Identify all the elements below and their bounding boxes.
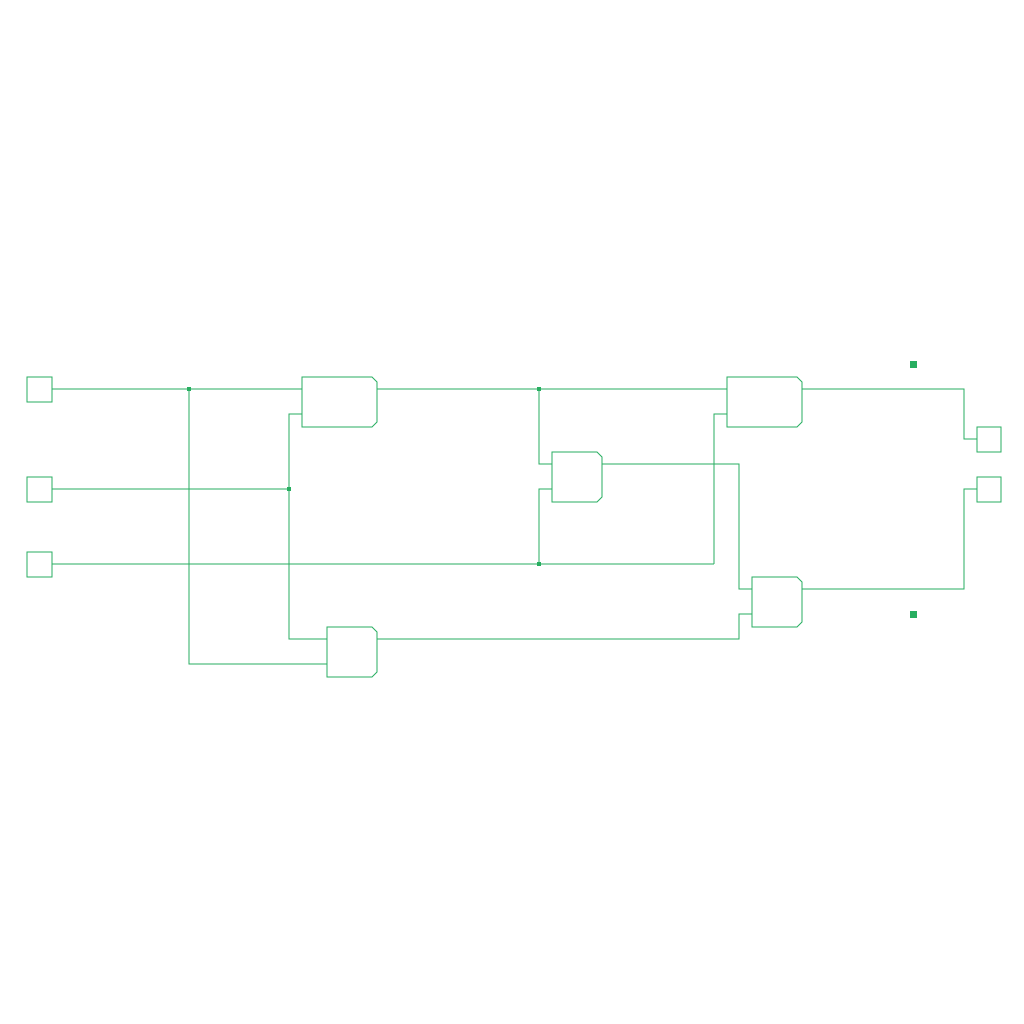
gates-layer bbox=[301, 376, 803, 678]
logic-gate-5[interactable] bbox=[326, 626, 378, 678]
input-port-2[interactable] bbox=[26, 476, 53, 503]
wires-layer bbox=[52, 388, 977, 665]
wire-in2-g5 bbox=[288, 489, 327, 640]
output-port-1[interactable] bbox=[976, 426, 1002, 453]
logic-gate-1[interactable] bbox=[301, 376, 378, 428]
junction-dot bbox=[287, 487, 291, 491]
junction-dot bbox=[537, 387, 541, 391]
markers-layer bbox=[910, 361, 917, 618]
junction-dot bbox=[537, 562, 541, 566]
junction-dot bbox=[187, 387, 191, 391]
marker-dot bbox=[910, 611, 917, 618]
wire-in3-g3 bbox=[713, 413, 727, 564]
logic-gate-4[interactable] bbox=[751, 576, 803, 628]
output-port-2[interactable] bbox=[976, 476, 1002, 503]
logic-gate-2[interactable] bbox=[551, 451, 603, 503]
wire-g3-out1 bbox=[802, 388, 977, 440]
input-port-1[interactable] bbox=[26, 376, 53, 403]
logic-gate-3[interactable] bbox=[726, 376, 803, 428]
wire-in2-g1 bbox=[288, 413, 302, 489]
wire-g1-g2 bbox=[538, 389, 552, 465]
wire-g5-g4 bbox=[377, 613, 752, 640]
junctions-layer bbox=[187, 387, 541, 566]
input-port-3[interactable] bbox=[26, 551, 53, 578]
wire-g4-out2 bbox=[802, 488, 977, 590]
outputs-layer bbox=[976, 426, 1002, 503]
wire-in3-g2 bbox=[538, 488, 552, 564]
wire-in1-g5 bbox=[188, 389, 327, 665]
inputs-layer bbox=[26, 376, 53, 578]
marker-dot bbox=[910, 361, 917, 368]
wire-g2-g4 bbox=[602, 463, 752, 590]
